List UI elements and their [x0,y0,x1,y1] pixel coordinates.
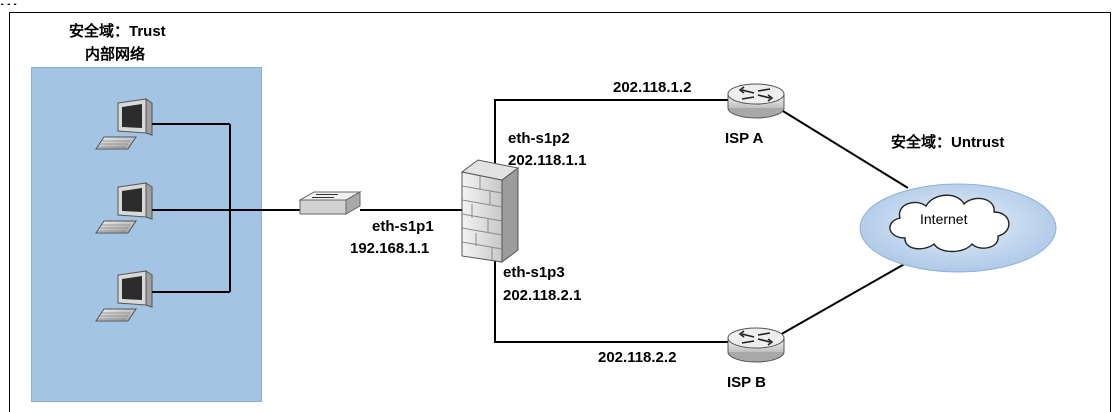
lan-links [152,123,302,293]
port1-name: eth-s1p1 [372,218,434,235]
router-icon-isp-a [727,83,785,119]
diagram-frame [9,12,1111,412]
isp-b-ip: 202.118.2.2 [598,349,677,366]
isp-a-label: ISP A [725,130,764,147]
cloud-icon [859,183,1057,273]
trust-zone-title: 安全域：Trust [69,23,166,40]
untrust-zone-title: 安全域：Untrust [891,134,1005,151]
switch-icon [298,191,362,215]
computer-icon-2 [95,182,153,234]
trust-zone-subtitle: 内部网络 [85,46,146,63]
isp-b-label: ISP B [727,374,766,391]
port2-name: eth-s1p2 [508,130,570,147]
cropped-heading: ... [0,0,19,5]
wan-links [494,99,909,343]
computer-icon-1 [95,98,153,150]
port3-ip: 202.118.2.1 [503,287,582,304]
computer-icon-3 [95,270,153,322]
router-icon-isp-b [727,327,785,363]
port2-ip: 202.118.1.1 [508,152,587,169]
port3-name: eth-s1p3 [503,264,565,281]
firewall-icon [460,159,520,263]
isp-a-ip: 202.118.1.2 [613,79,692,96]
diagram-svg [95,83,1057,363]
internet-label: Internet [920,211,968,227]
port1-ip: 192.168.1.1 [350,240,430,257]
